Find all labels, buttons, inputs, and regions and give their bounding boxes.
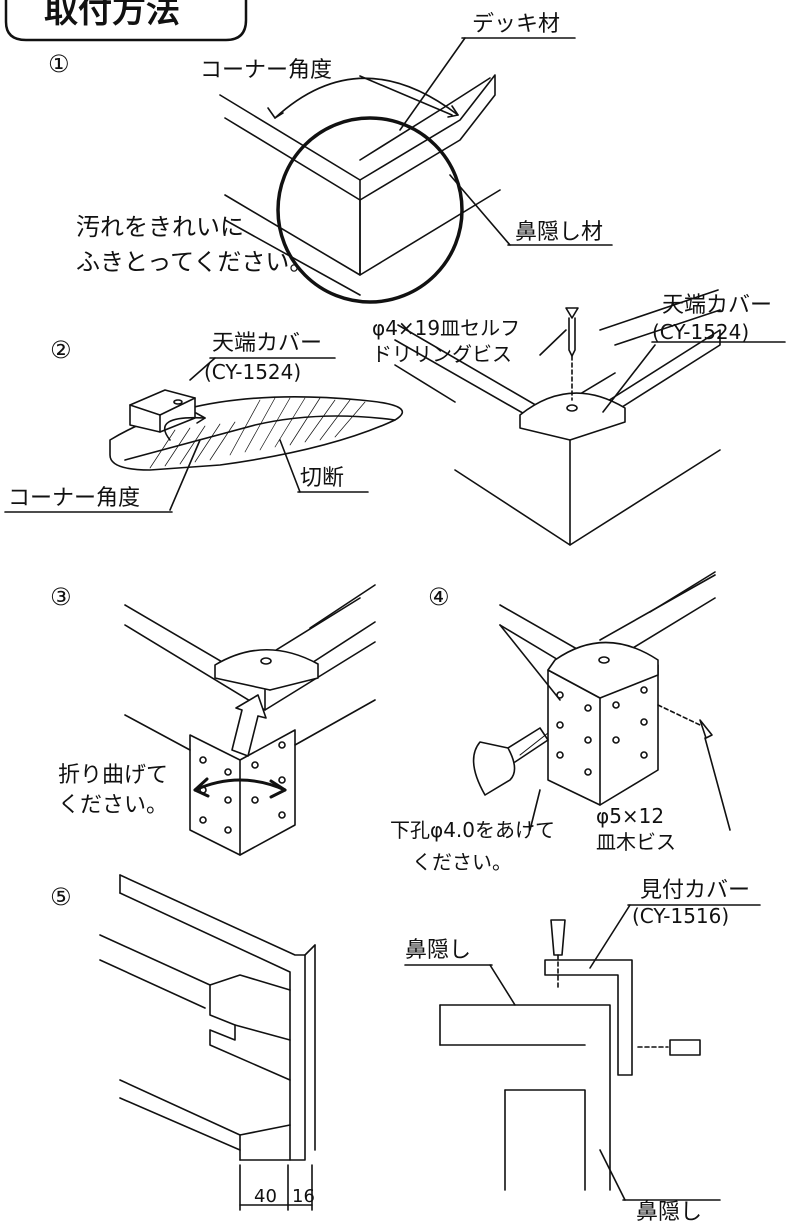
step-number-2: ②	[50, 336, 72, 364]
corner-angle-label: コーナー角度	[200, 58, 333, 83]
front-cover-code: (CY-1516)	[632, 904, 730, 928]
pilot-hole-note-line1: 下孔φ4.0をあけて	[390, 818, 555, 842]
step5-profile-illustration	[99, 874, 316, 1211]
cut-label: 切断	[300, 466, 345, 491]
bend-note-line1: 折り曲げて	[58, 763, 169, 788]
step2-cut-illustration	[4, 357, 404, 513]
dimension-16: 16	[292, 1186, 315, 1207]
step-number-4: ④	[428, 583, 450, 611]
step1-illustration	[219, 37, 613, 304]
step5-section-illustration	[404, 904, 761, 1201]
wipe-note-line2: ふきとってください。	[76, 248, 314, 276]
step4-illustration	[472, 571, 731, 831]
corner-angle-label-2: コーナー角度	[8, 486, 141, 511]
page-title: 取付方法	[44, 0, 180, 31]
deck-material-label: デッキ材	[472, 12, 561, 37]
step3-illustration	[124, 584, 376, 856]
cap-code-label: (CY-1524)	[204, 360, 302, 384]
bend-note-line2: ください。	[58, 793, 169, 818]
nose-label-top: 鼻隠し	[405, 938, 472, 963]
nose-label-bottom: 鼻隠し	[636, 1200, 703, 1225]
wood-screw-size: φ5×12	[596, 804, 665, 828]
nose-material-label: 鼻隠し材	[515, 220, 604, 245]
wipe-note-line1: 汚れをきれいに	[76, 213, 244, 241]
wood-screw-name: 皿木ビス	[596, 830, 676, 854]
dimension-40: 40	[254, 1186, 277, 1207]
step-number-1: ①	[48, 50, 70, 78]
cap-code-label-right: (CY-1524)	[652, 320, 750, 344]
pilot-hole-note-line2: ください。	[412, 850, 512, 874]
self-drilling-screw-line1: φ4×19皿セルフ	[372, 316, 521, 340]
step-number-3: ③	[50, 583, 72, 611]
step2-installed-illustration	[394, 289, 786, 546]
step-number-5: ⑤	[50, 883, 72, 911]
front-cover-label: 見付カバー	[640, 878, 751, 903]
cap-name-label-right: 天端カバー	[662, 293, 773, 318]
cap-name-label: 天端カバー	[212, 331, 323, 356]
self-drilling-screw-line2: ドリリングビス	[372, 342, 512, 366]
title-tab	[4, 0, 248, 42]
